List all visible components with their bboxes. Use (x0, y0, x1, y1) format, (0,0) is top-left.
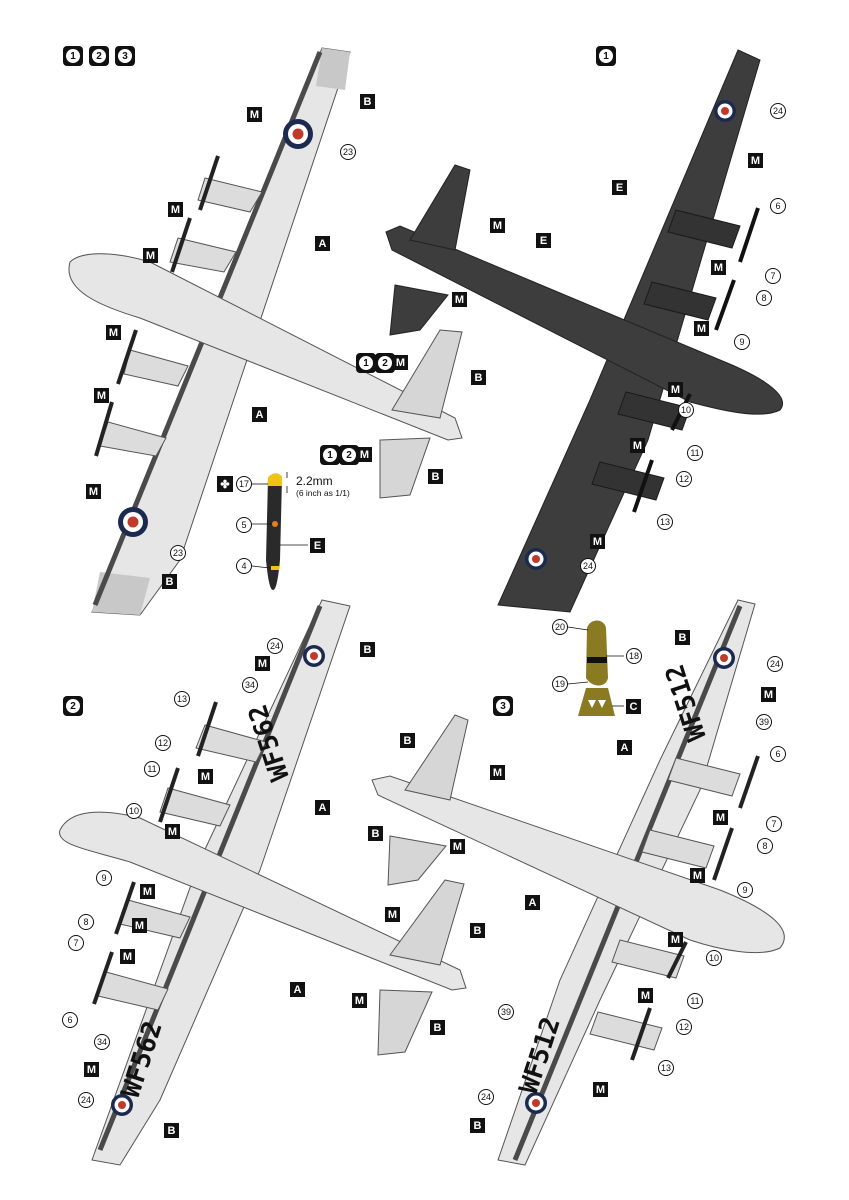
mid-left-roundel-upper (303, 645, 325, 667)
bomb-body (586, 620, 608, 686)
propeller-tip (268, 473, 282, 486)
mid-right-fuselage (371, 775, 785, 954)
bomb-leader-20 (567, 626, 589, 631)
top-right-tailplane-upper (409, 164, 471, 251)
mid-left-tailplane-upper (389, 879, 465, 966)
bomb-detail (567, 620, 624, 716)
mid-left-engines (97, 724, 267, 1011)
mid-right-propellers (630, 755, 760, 1061)
propeller-dimension-note: (6 inch as 1/1) (296, 488, 350, 498)
propeller-marker-glyph: ✤ (220, 479, 229, 491)
top-left-fuselage (68, 253, 463, 441)
top-left-aircraft-view (68, 47, 463, 616)
top-right-aircraft-view (385, 49, 783, 613)
propeller-detail: ✤ 2.2mm (6 inch as 1/1) (217, 472, 350, 590)
top-left-tailplane-lower (379, 437, 431, 499)
top-left-roundel-lower (118, 507, 148, 537)
propeller-decal-dot (272, 521, 278, 527)
mid-right-engines (589, 757, 741, 1051)
propeller-leader-4 (251, 565, 271, 569)
top-right-fuselage (385, 225, 783, 415)
top-left-roundel-upper (283, 119, 313, 149)
mid-right-aircraft-view: WF512 WF512 (371, 599, 785, 1166)
top-right-propellers (632, 207, 760, 513)
mid-right-roundel-upper (713, 647, 735, 669)
mid-right-tailplane-lower (387, 835, 447, 886)
mid-right-tailplane-upper (404, 714, 469, 801)
top-left-propellers (94, 155, 220, 457)
top-left-wing-tip-upper (316, 48, 350, 90)
top-left-engines (99, 177, 263, 457)
propeller-decal-stripe (271, 566, 280, 570)
propeller-marker-icon (217, 476, 233, 492)
propeller-blade (266, 473, 282, 590)
bomb-fin-marks (588, 700, 606, 708)
top-right-engines (591, 209, 741, 501)
mid-left-propellers (92, 701, 218, 1005)
bomb-leader-19 (567, 681, 589, 685)
mid-left-tailplane-lower (377, 989, 433, 1056)
top-left-tailplane-upper (391, 329, 463, 419)
top-right-tailplane-lower (389, 284, 449, 336)
mid-left-fuselage (59, 811, 467, 991)
top-right-roundel-upper (714, 100, 736, 122)
mid-left-aircraft-view: WF562 WF562 (59, 599, 467, 1166)
top-right-roundel-lower (525, 548, 547, 570)
bomb-fins (578, 688, 615, 716)
propeller-dimension: 2.2mm (296, 474, 333, 488)
